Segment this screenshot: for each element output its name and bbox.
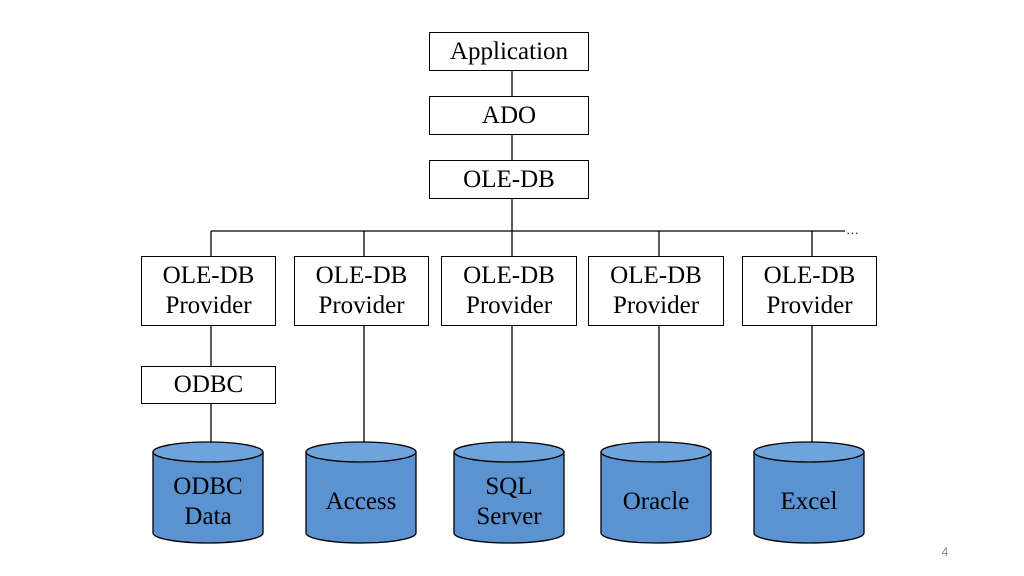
database-cylinder-sql-server: [453, 441, 565, 544]
provider-label-line2: Provider: [165, 292, 252, 319]
database-label-sql-server: SQL Server: [454, 462, 564, 542]
db-label-line1: ODBC: [173, 473, 243, 500]
ado-box: ADO: [429, 96, 589, 135]
oledb-provider-box-4: OLE-DB Provider: [588, 256, 724, 326]
cylinder-top: [305, 441, 417, 463]
db-label-line1: Oracle: [622, 488, 690, 515]
provider-label-line2: Provider: [612, 292, 700, 319]
provider-label-line1: OLE-DB: [610, 262, 702, 289]
application-label: Application: [449, 37, 569, 65]
cylinder-body: [600, 451, 712, 544]
database-label-oracle: Oracle: [601, 462, 711, 542]
cylinder-body: [753, 451, 865, 544]
provider-label-line1: OLE-DB: [162, 262, 255, 289]
provider-label-line1: OLE-DB: [463, 262, 555, 289]
oledb-provider-box-3: OLE-DB Provider: [441, 256, 577, 326]
database-cylinder-oracle: [600, 441, 712, 544]
more-providers-ellipsis: …: [846, 222, 861, 237]
cylinder-top: [753, 441, 865, 463]
cylinder-body: [305, 451, 417, 544]
oledb-provider-box-5: OLE-DB Provider: [742, 256, 877, 326]
database-label-excel: Excel: [754, 462, 864, 542]
provider-label-line1: OLE-DB: [315, 262, 408, 289]
db-label-line2: Server: [476, 503, 542, 530]
cylinder-top: [453, 441, 565, 463]
database-label-access: Access: [306, 462, 416, 542]
provider-label-line2: Provider: [766, 292, 853, 319]
oledb-provider-box-1: OLE-DB Provider: [141, 256, 276, 326]
cylinder-body: [152, 451, 264, 544]
cylinder-top: [600, 441, 712, 463]
page-number: 4: [941, 545, 949, 559]
oledb-box: OLE-DB: [429, 160, 589, 199]
db-label-line1: Excel: [780, 488, 838, 515]
cylinder-body: [453, 451, 565, 544]
odbc-label: ODBC: [173, 371, 244, 398]
application-box: Application: [429, 32, 589, 71]
database-label-odbc-data: ODBC Data: [153, 462, 263, 542]
database-cylinder-excel: [753, 441, 865, 544]
provider-label-line2: Provider: [465, 292, 553, 319]
db-label-line1: SQL: [485, 473, 533, 500]
db-label-line2: Data: [184, 503, 232, 530]
database-cylinder-odbc-data: [152, 441, 264, 544]
cylinder-top: [152, 441, 264, 463]
odbc-box: ODBC: [141, 366, 276, 404]
provider-label-line1: OLE-DB: [763, 262, 856, 289]
oledb-label: OLE-DB: [463, 165, 555, 193]
provider-label-line2: Provider: [318, 292, 405, 319]
oledb-provider-box-2: OLE-DB Provider: [294, 256, 429, 326]
ado-label: ADO: [481, 101, 537, 129]
database-cylinder-access: [305, 441, 417, 544]
db-label-line1: Access: [325, 488, 397, 515]
